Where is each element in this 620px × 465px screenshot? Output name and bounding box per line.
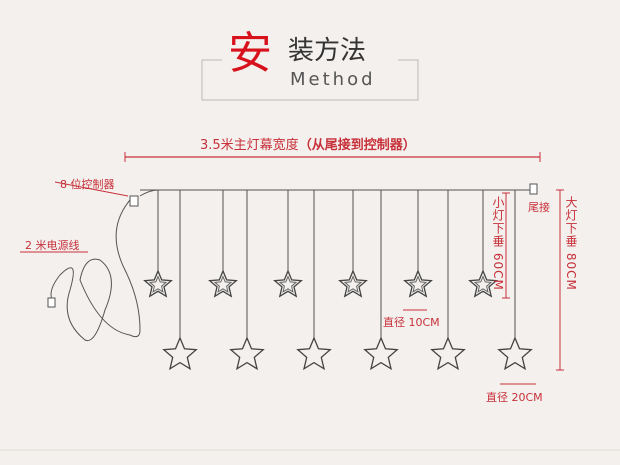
width-label: 3.5米主灯幕宽度（从尾接到控制器） — [200, 134, 416, 153]
small-star-icon-inner — [278, 275, 298, 293]
power-cord — [50, 258, 131, 342]
power-cord-label: 2 米电源线 — [25, 239, 80, 252]
light-strings — [143, 190, 533, 371]
small-star-icon-inner — [473, 275, 493, 293]
small-star-icon-inner — [213, 275, 233, 293]
small-diameter-label: 直径 10CM — [383, 316, 440, 329]
small-star-icon-inner — [408, 275, 428, 293]
page-subtitle: Method — [290, 69, 376, 90]
title-frame — [201, 59, 419, 101]
small-star-icon — [143, 269, 173, 298]
plug-icon — [47, 297, 56, 308]
width-text: 3.5米主灯幕宽度 — [200, 138, 299, 153]
large-star-icon — [296, 336, 332, 371]
controller-label: 8 位控制器 — [60, 178, 115, 191]
small-star-icon — [338, 269, 368, 298]
controller-box — [129, 195, 139, 207]
small-star-icon — [468, 269, 498, 298]
large-diameter-label: 直径 20CM — [486, 391, 543, 404]
controller-wire — [115, 189, 159, 338]
large-drop-label: 大灯下垂 80CM — [564, 196, 578, 291]
small-star-icon-inner — [148, 275, 168, 293]
large-star-icon — [497, 336, 533, 371]
tail-connector-box — [529, 183, 538, 195]
large-star-icon — [363, 336, 399, 371]
title-first-char: 安 — [228, 28, 272, 79]
small-star-icon — [403, 269, 433, 298]
width-note: （从尾接到控制器） — [298, 138, 416, 153]
large-star-icon — [430, 336, 466, 371]
large-star-icon — [229, 336, 265, 371]
page-title: 装方法 — [288, 36, 367, 66]
small-star-icon — [273, 269, 303, 298]
large-star-icon — [162, 336, 198, 371]
tail-connector-label: 尾接 — [528, 201, 550, 214]
small-star-icon — [208, 269, 238, 298]
small-drop-label: 小灯下垂 60CM — [491, 196, 505, 291]
small-star-icon-inner — [343, 275, 363, 293]
